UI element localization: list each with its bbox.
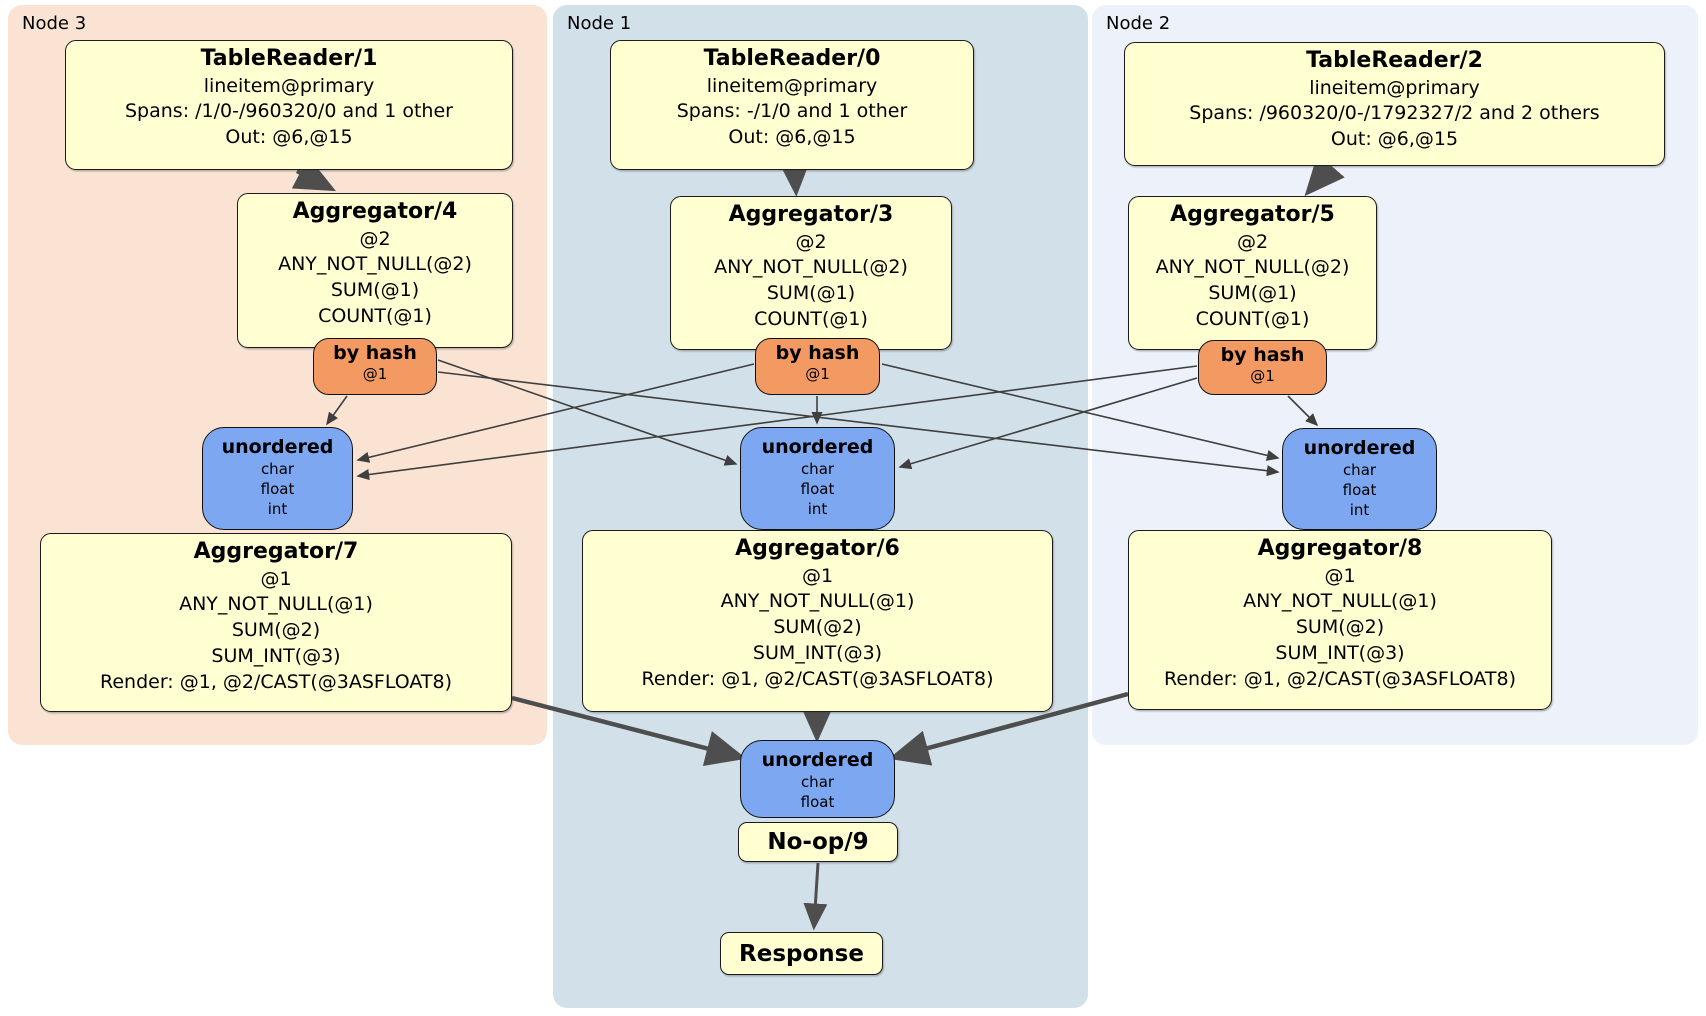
- aggregator-5-title: Aggregator/5: [1170, 202, 1335, 227]
- router-by-hash-node3-key: @1: [362, 364, 388, 383]
- tablereader-0-box: TableReader/0 lineitem@primary Spans: -/…: [610, 40, 974, 170]
- sync-unordered-node1-col1: char: [800, 459, 835, 478]
- aggregator-8-render: Render: @1, @2/CAST(@3ASFLOAT8): [1164, 667, 1516, 690]
- tablereader-2-index: lineitem@primary: [1309, 76, 1480, 99]
- aggregator-6-group: @1: [801, 564, 834, 587]
- tablereader-1-spans: Spans: /1/0-/960320/0 and 1 other: [125, 100, 453, 123]
- response-box: Response: [720, 932, 883, 975]
- tablereader-2-box: TableReader/2 lineitem@primary Spans: /9…: [1124, 42, 1665, 166]
- aggregator-7-fn2: SUM(@2): [231, 619, 321, 642]
- aggregator-3-box: Aggregator/3 @2 ANY_NOT_NULL(@2) SUM(@1)…: [670, 196, 952, 350]
- sync-unordered-node3: unordered char float int: [202, 427, 353, 530]
- aggregator-5-fn2: SUM(@1): [1208, 282, 1297, 305]
- sync-unordered-node2-title: unordered: [1303, 437, 1416, 459]
- router-by-hash-node3-title: by hash: [333, 342, 417, 364]
- router-by-hash-node1-title: by hash: [775, 342, 860, 364]
- aggregator-8-fn2: SUM(@2): [1295, 616, 1385, 639]
- sync-unordered-node1-col3: int: [807, 500, 828, 519]
- aggregator-7-fn1: ANY_NOT_NULL(@1): [179, 593, 373, 616]
- tablereader-2-title: TableReader/2: [1306, 48, 1483, 73]
- sync-unordered-final-col1: char: [800, 772, 835, 791]
- aggregator-7-render: Render: @1, @2/CAST(@3ASFLOAT8): [100, 670, 452, 693]
- aggregator-8-box: Aggregator/8 @1 ANY_NOT_NULL(@1) SUM(@2)…: [1128, 530, 1552, 710]
- aggregator-8-title: Aggregator/8: [1257, 536, 1423, 561]
- tablereader-1-out: Out: @6,@15: [225, 126, 353, 149]
- sync-unordered-node1: unordered char float int: [740, 427, 895, 530]
- response-title: Response: [739, 940, 864, 967]
- aggregator-3-fn2: SUM(@1): [766, 282, 856, 305]
- router-by-hash-node1-key: @1: [805, 364, 830, 383]
- sync-unordered-final-col2: float: [800, 793, 835, 812]
- sync-unordered-node3-col1: char: [260, 459, 295, 478]
- aggregator-4-box: Aggregator/4 @2 ANY_NOT_NULL(@2) SUM(@1)…: [237, 193, 513, 348]
- aggregator-4-group: @2: [359, 227, 391, 250]
- aggregator-4-fn1: ANY_NOT_NULL(@2): [278, 253, 472, 276]
- aggregator-8-group: @1: [1324, 564, 1356, 587]
- router-by-hash-node1: by hash @1: [755, 338, 880, 395]
- aggregator-4-title: Aggregator/4: [292, 199, 458, 224]
- aggregator-6-title: Aggregator/6: [735, 536, 900, 561]
- aggregator-4-fn2: SUM(@1): [330, 279, 420, 302]
- router-by-hash-node2: by hash @1: [1198, 340, 1327, 395]
- tablereader-0-out: Out: @6,@15: [728, 126, 856, 149]
- aggregator-4-fn3: COUNT(@1): [318, 305, 432, 328]
- tablereader-1-box: TableReader/1 lineitem@primary Spans: /1…: [65, 40, 513, 170]
- sync-unordered-final-title: unordered: [761, 749, 874, 771]
- aggregator-8-fn1: ANY_NOT_NULL(@1): [1243, 590, 1437, 613]
- aggregator-7-group: @1: [260, 567, 292, 590]
- aggregator-6-render: Render: @1, @2/CAST(@3ASFLOAT8): [641, 667, 994, 690]
- tablereader-0-title: TableReader/0: [703, 46, 881, 71]
- router-by-hash-node2-title: by hash: [1220, 344, 1305, 366]
- tablereader-0-index: lineitem@primary: [706, 74, 878, 97]
- router-by-hash-node3: by hash @1: [313, 338, 437, 395]
- aggregator-5-box: Aggregator/5 @2 ANY_NOT_NULL(@2) SUM(@1)…: [1128, 196, 1377, 350]
- panel-node1-label: Node 1: [567, 13, 632, 34]
- sync-unordered-node2: unordered char float int: [1282, 428, 1437, 530]
- sync-unordered-node3-col2: float: [260, 480, 295, 499]
- aggregator-7-title: Aggregator/7: [193, 539, 359, 564]
- aggregator-6-fn2: SUM(@2): [773, 616, 862, 639]
- panel-node2-label: Node 2: [1106, 13, 1171, 34]
- noop-9-title: No-op/9: [767, 829, 869, 855]
- tablereader-1-index: lineitem@primary: [203, 74, 375, 97]
- aggregator-3-title: Aggregator/3: [728, 202, 894, 227]
- aggregator-5-group: @2: [1236, 230, 1269, 253]
- sync-unordered-node2-col2: float: [1342, 481, 1377, 500]
- aggregator-6-fn1: ANY_NOT_NULL(@1): [720, 590, 915, 613]
- tablereader-2-out: Out: @6,@15: [1330, 128, 1459, 151]
- aggregator-7-fn3: SUM_INT(@3): [211, 645, 341, 668]
- aggregator-8-fn3: SUM_INT(@3): [1275, 642, 1405, 665]
- aggregator-6-box: Aggregator/6 @1 ANY_NOT_NULL(@1) SUM(@2)…: [582, 530, 1053, 712]
- sync-unordered-node1-col2: float: [800, 480, 835, 499]
- noop-9-box: No-op/9: [738, 822, 898, 862]
- aggregator-3-group: @2: [795, 230, 827, 253]
- sync-unordered-final: unordered char float: [740, 740, 895, 818]
- sync-unordered-node3-title: unordered: [221, 436, 334, 458]
- tablereader-2-spans: Spans: /960320/0-/1792327/2 and 2 others: [1189, 102, 1600, 125]
- panel-node3-label: Node 3: [22, 13, 87, 34]
- router-by-hash-node2-key: @1: [1250, 366, 1275, 385]
- sync-unordered-node1-title: unordered: [761, 436, 874, 458]
- sync-unordered-node2-col1: char: [1342, 460, 1377, 479]
- aggregator-7-box: Aggregator/7 @1 ANY_NOT_NULL(@1) SUM(@2)…: [40, 533, 512, 712]
- aggregator-3-fn3: COUNT(@1): [754, 308, 868, 331]
- aggregator-5-fn3: COUNT(@1): [1195, 308, 1310, 331]
- sync-unordered-node2-col3: int: [1349, 501, 1370, 520]
- tablereader-1-title: TableReader/1: [200, 46, 378, 71]
- tablereader-0-spans: Spans: -/1/0 and 1 other: [676, 100, 908, 123]
- aggregator-5-fn1: ANY_NOT_NULL(@2): [1155, 256, 1350, 279]
- aggregator-6-fn3: SUM_INT(@3): [752, 642, 883, 665]
- aggregator-3-fn1: ANY_NOT_NULL(@2): [714, 256, 908, 279]
- sync-unordered-node3-col3: int: [267, 500, 288, 519]
